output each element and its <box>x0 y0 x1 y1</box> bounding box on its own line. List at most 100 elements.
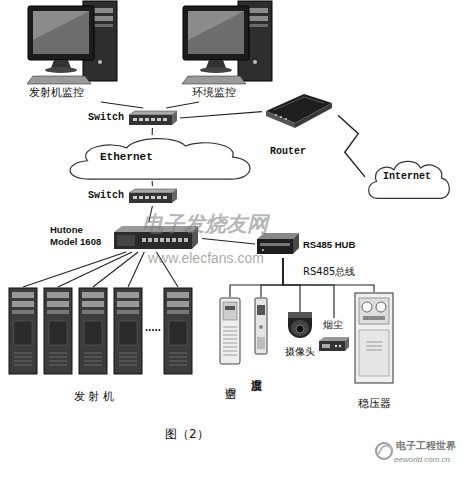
transmitter-icon-part <box>117 292 139 298</box>
server-icon-part <box>184 238 188 242</box>
network-switch: Switch <box>88 108 180 128</box>
transmitter-icon-part <box>84 321 102 345</box>
network-cloud: Internet <box>365 158 453 200</box>
computer-icon-part <box>183 6 249 60</box>
router-icon-part <box>280 116 282 118</box>
camera: 摄像头 <box>278 312 322 360</box>
server-icon-part <box>117 235 135 246</box>
switch-icon-part <box>129 193 172 203</box>
server-icon-part <box>166 238 170 242</box>
network-cloud: Ethernet <box>62 135 258 181</box>
ellipsis-dots-part <box>146 329 160 331</box>
stabilizer-icon-part <box>363 316 385 320</box>
cloud-shape-part <box>369 161 450 198</box>
hub-icon-part <box>293 233 299 254</box>
computer-icon-part <box>33 11 89 40</box>
network-switch: Switch <box>88 186 180 206</box>
transmitter-icon-part <box>117 310 139 314</box>
sensor-icon-part <box>259 325 263 329</box>
switch-icon-part <box>129 115 172 125</box>
router-icon-part <box>266 111 295 128</box>
connector <box>283 258 374 292</box>
caption-text: 图（2） <box>165 428 209 442</box>
smoke-detector-icon-part <box>339 345 341 347</box>
switch-icon-part <box>133 196 137 199</box>
switch-icon-part <box>145 118 149 121</box>
router-icon-part <box>274 97 324 110</box>
transmitter-icon-part <box>84 353 102 365</box>
smoke-detector-icon <box>318 336 350 352</box>
node-label: RS485 HUB <box>303 240 355 251</box>
air-conditioner-icon-part <box>223 327 237 355</box>
smoke-detector-icon-part <box>319 341 345 351</box>
logo-swirl <box>378 446 392 455</box>
transmitter-icon <box>163 287 193 375</box>
sensor-icon <box>254 297 268 355</box>
connector <box>152 128 153 135</box>
transmitter-icon-part <box>167 310 189 314</box>
transmitter-icon <box>113 287 143 375</box>
computer-icon-part <box>27 76 91 84</box>
transmitter-icon-part <box>47 301 69 307</box>
transmitter-icon-part <box>82 310 104 314</box>
transmitter-icon <box>78 287 108 375</box>
server-icon-part <box>160 238 164 242</box>
computer-icon-part <box>253 60 257 64</box>
transmitter-icon <box>43 287 73 375</box>
node-label: Ethernet <box>100 151 153 164</box>
switch-icon-part <box>157 196 161 199</box>
transmitter-icon-part <box>12 292 34 298</box>
watermark-text: www.elecfans.com <box>148 250 264 266</box>
rs485-hub: RS485 HUB <box>255 230 367 258</box>
bus-label: RS485总线 <box>303 266 355 278</box>
router-icon-part <box>295 103 332 128</box>
node-label: Internet <box>383 171 431 183</box>
switch-icon-part <box>129 111 177 115</box>
transmitter-icon-part <box>117 301 139 307</box>
switch-icon-part <box>172 111 177 125</box>
transmitter-icon-part <box>14 321 32 345</box>
computer-icon-part <box>45 67 77 73</box>
router-icon <box>264 90 334 130</box>
computer-icon-part <box>206 60 226 68</box>
transmitter-icon-part <box>164 288 192 374</box>
stabilizer-icon-part <box>366 342 382 350</box>
connector <box>101 102 143 108</box>
transmitter-icon-part <box>49 353 67 365</box>
stabilizer-icon-part <box>355 293 393 383</box>
switch-icon-part <box>145 196 149 199</box>
air-conditioner: 空调 <box>218 297 242 409</box>
watermark-text: eeworld.com.cn <box>394 455 450 464</box>
transmitter-icon-part <box>169 353 187 365</box>
transmitter-icon-part <box>12 301 34 307</box>
computer-icon-part <box>182 76 246 84</box>
computer-icon-part <box>188 11 244 40</box>
stabilizer-icon-part <box>362 302 372 312</box>
air-conditioner-icon-part <box>225 306 235 310</box>
camera-icon <box>285 312 315 344</box>
stabilizer-icon-part <box>376 302 386 312</box>
transmitter-icon-part <box>79 288 107 374</box>
node-label: Hutone Model 1608 <box>50 224 110 248</box>
switch-icon-part <box>129 189 177 193</box>
connector <box>152 181 153 186</box>
connector <box>338 115 365 177</box>
node-label: Switch <box>88 190 124 202</box>
switch-icon <box>128 110 178 126</box>
node-label: 发射机监控 <box>29 87 84 100</box>
air-conditioner-icon-part <box>220 298 240 364</box>
node-label: 环境监控 <box>192 87 236 100</box>
router-icon-part <box>275 114 277 116</box>
smoke-detector-icon-part <box>345 337 349 351</box>
switch-icon-part <box>133 118 137 121</box>
sensor-icon-part <box>255 298 267 354</box>
temp-humidity-sensor: 温度湿度 <box>248 297 274 403</box>
computer-icon-part <box>28 6 94 60</box>
transmitter-icon-part <box>47 310 69 314</box>
server-icon-part <box>178 238 182 242</box>
smoke-detector-icon-part <box>319 337 349 341</box>
voltage-stabilizer: 稳压器 <box>352 292 396 414</box>
router: Router <box>262 90 338 162</box>
stabilizer-icon-part <box>359 298 389 324</box>
